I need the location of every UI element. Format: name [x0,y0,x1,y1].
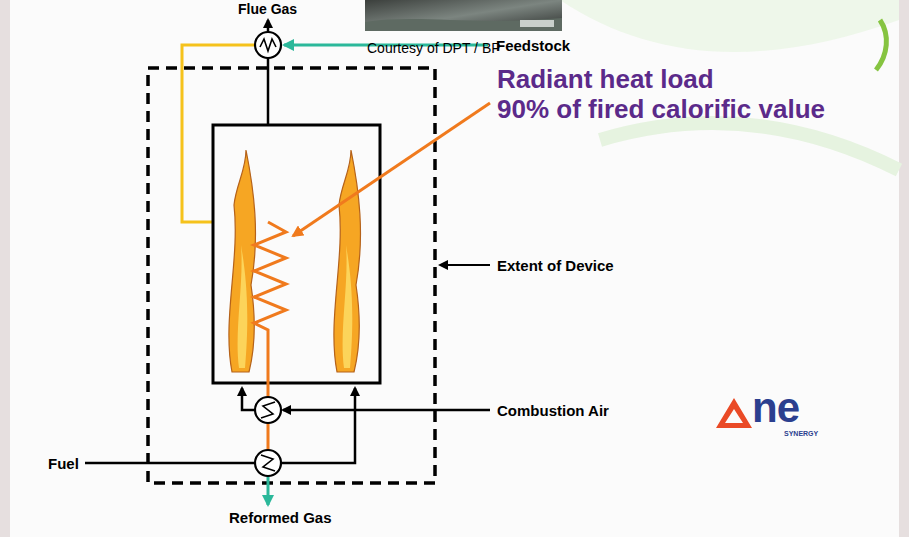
fuel-line [85,388,355,463]
flow-label: Fuel [48,455,79,472]
burner-flame [238,245,248,368]
swoosh [560,0,899,52]
logo-mark [716,398,752,428]
flue-gas-arrow [267,20,270,32]
burner-flame [229,150,256,372]
air-line [242,388,255,410]
exchanger-zigzag [261,455,275,471]
exchanger-circle [255,32,281,58]
logo-triangle [716,398,752,428]
slide-ground [10,0,899,537]
exchanger-zigzag [261,402,275,418]
photo-credit: Courtesy of DPT / BP [367,40,501,56]
photo-detail [520,20,554,27]
leader-arrow [293,103,490,236]
device-boundary [148,68,435,483]
extent-arrow [440,264,490,266]
photo-strip [365,0,562,31]
logo-subtext: SYNERGY [784,430,818,438]
callout-note: Radiant heat load 90% of fired calorific… [497,64,897,124]
flue-duct [267,58,270,125]
burner-flame [343,245,353,368]
swoosh [600,123,899,170]
exchanger-circle [255,450,281,476]
heat-exchanger-symbol [255,397,281,423]
radiant-coil [254,222,286,450]
exchanger-zigzag [260,39,276,51]
boundary-label: Extent of Device [497,257,614,274]
heat-exchanger-symbol [255,32,281,58]
swoosh [876,20,886,70]
flow-label: Flue Gas [238,1,297,17]
photo-detail [365,18,562,31]
exchanger-circle [255,397,281,423]
flow-label: Combustion Air [497,402,609,419]
heat-exchanger-symbol [255,450,281,476]
reformed-gas-arrow [267,476,270,505]
photo [365,0,562,31]
burner-flame [334,150,361,372]
flow-label: Feedstock [496,37,570,54]
furnace-box [213,125,380,383]
combustion-air-arrow [283,409,490,412]
flow-label: Reformed Gas [229,509,332,526]
logo-text: ne [752,386,799,430]
